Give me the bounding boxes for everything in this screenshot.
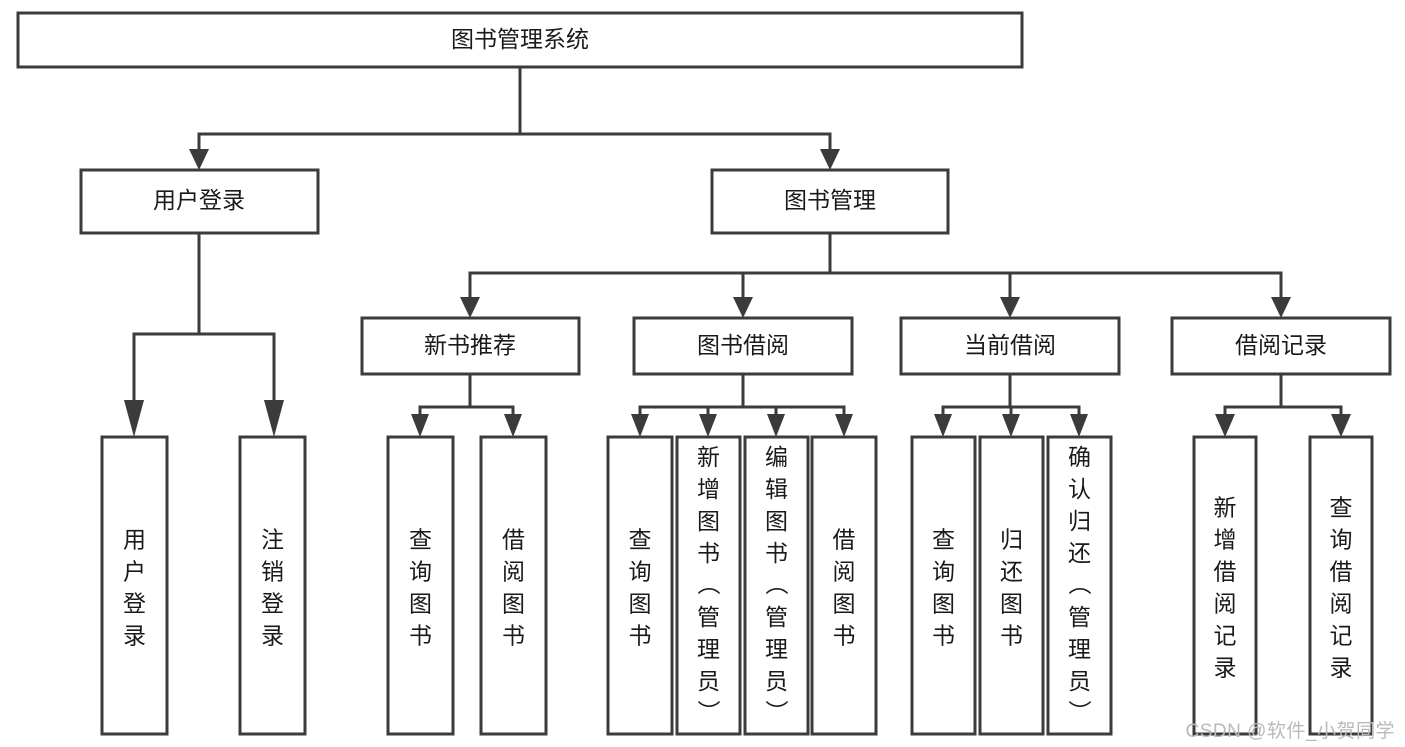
arrowhead-book-manage	[820, 149, 840, 170]
node-leaf-borrow-book-2-label: 借阅图书	[833, 527, 856, 649]
node-leaf-query-book-2-box[interactable]	[606, 435, 674, 736]
node-leaf-query-record-label: 查询借阅记录	[1330, 495, 1353, 681]
node-leaf-query-record[interactable]: 查询借阅记录	[1308, 435, 1374, 736]
arrowhead-book-borrow	[733, 297, 753, 318]
leaf-node-layer: 用户登录 注销登录 查询图书 借阅图书 查询图书 新增图书︵管理员︶ 编辑图书︵管理员︶ 借阅…	[100, 435, 1374, 736]
node-borrow-record-box[interactable]	[1170, 316, 1392, 376]
node-root[interactable]: 图书管理系统	[16, 11, 1024, 69]
connector-group-user-login	[124, 231, 284, 437]
node-leaf-query-book-3[interactable]: 查询图书	[910, 435, 977, 736]
node-leaf-query-book-3-box[interactable]	[910, 435, 977, 736]
node-leaf-return-book-box[interactable]	[978, 435, 1045, 736]
node-leaf-edit-book-label: 编辑图书︵管理员︶	[765, 444, 789, 726]
node-new-book-rec[interactable]: 新书推荐	[360, 316, 581, 376]
node-leaf-add-book-box[interactable]	[675, 435, 742, 736]
node-leaf-logout[interactable]: 注销登录	[238, 435, 307, 736]
arrowhead-leaf-edit-book	[767, 414, 785, 437]
node-leaf-query-book-3-label: 查询图书	[932, 527, 955, 649]
csdn-watermark: CSDN @软件_小贺同学	[1185, 721, 1395, 742]
node-leaf-user-login-box[interactable]	[100, 435, 169, 736]
node-root-box[interactable]	[16, 11, 1024, 69]
node-current-borrow-label: 当前借阅	[964, 332, 1056, 358]
node-leaf-query-record-box[interactable]	[1308, 435, 1374, 736]
node-user-login-box[interactable]	[79, 168, 320, 235]
connector-group-new-book-rec	[411, 372, 522, 437]
node-user-login[interactable]: 用户登录	[79, 168, 320, 235]
node-leaf-logout-box[interactable]	[238, 435, 307, 736]
node-leaf-query-book-1[interactable]: 查询图书	[386, 435, 455, 736]
arrowhead-current-borrow	[1000, 297, 1020, 318]
node-leaf-edit-book-box[interactable]	[743, 435, 810, 736]
node-leaf-return-book-label: 归还图书	[1000, 527, 1023, 649]
connector-group-current-borrow	[934, 372, 1088, 437]
node-leaf-borrow-book-1-box[interactable]	[479, 435, 548, 736]
node-leaf-user-login-label: 用户登录	[123, 527, 146, 649]
node-book-manage-label: 图书管理	[784, 187, 876, 213]
arrowhead-leaf-borrow-book-2	[835, 414, 853, 437]
connector-group-borrow-record	[1215, 372, 1351, 437]
arrowhead-leaf-query-book-3	[934, 414, 952, 437]
node-leaf-borrow-book-1[interactable]: 借阅图书	[479, 435, 548, 736]
node-book-manage-box[interactable]	[710, 168, 950, 235]
node-leaf-confirm-return-label: 确认归还︵管理员︶	[1068, 444, 1092, 726]
arrowhead-leaf-user-login	[124, 400, 144, 437]
arrowhead-user-login	[189, 149, 209, 170]
node-user-login-label: 用户登录	[153, 187, 245, 213]
arrowhead-leaf-add-book	[699, 414, 717, 437]
connector-group-root	[189, 65, 840, 170]
node-leaf-query-book-1-label: 查询图书	[409, 527, 432, 649]
node-leaf-confirm-return-box[interactable]	[1046, 435, 1113, 736]
arrowhead-leaf-add-record	[1215, 414, 1235, 437]
node-leaf-query-book-1-box[interactable]	[386, 435, 455, 736]
arrowhead-leaf-query-book-2	[631, 414, 649, 437]
arrowhead-leaf-query-book-1	[411, 414, 429, 437]
arrowhead-leaf-confirm-return	[1070, 414, 1088, 437]
node-borrow-record-label: 借阅记录	[1235, 332, 1327, 358]
node-leaf-return-book[interactable]: 归还图书	[978, 435, 1045, 736]
node-current-borrow[interactable]: 当前借阅	[899, 316, 1121, 376]
node-new-book-rec-box[interactable]	[360, 316, 581, 376]
node-leaf-borrow-book-1-label: 借阅图书	[502, 527, 525, 649]
node-leaf-add-record-label: 新增借阅记录	[1214, 495, 1237, 681]
connector-group-book-manage	[460, 231, 1291, 318]
node-book-borrow[interactable]: 图书借阅	[632, 316, 854, 376]
node-borrow-record[interactable]: 借阅记录	[1170, 316, 1392, 376]
node-root-label: 图书管理系统	[451, 26, 589, 52]
arrowhead-leaf-return-book	[1002, 414, 1020, 437]
node-leaf-add-book[interactable]: 新增图书︵管理员︶	[675, 435, 742, 736]
node-leaf-logout-label: 注销登录	[261, 527, 284, 649]
node-book-borrow-box[interactable]	[632, 316, 854, 376]
node-leaf-add-record[interactable]: 新增借阅记录	[1192, 435, 1258, 736]
arrowhead-leaf-query-record	[1331, 414, 1351, 437]
arrowhead-new-book-rec	[460, 297, 480, 318]
node-leaf-add-record-box[interactable]	[1192, 435, 1258, 736]
node-leaf-query-book-2-label: 查询图书	[629, 527, 652, 649]
node-current-borrow-box[interactable]	[899, 316, 1121, 376]
node-book-manage[interactable]: 图书管理	[710, 168, 950, 235]
node-leaf-edit-book[interactable]: 编辑图书︵管理员︶	[743, 435, 810, 736]
node-leaf-borrow-book-2-box[interactable]	[810, 435, 878, 736]
node-book-borrow-label: 图书借阅	[697, 332, 789, 358]
node-leaf-confirm-return[interactable]: 确认归还︵管理员︶	[1046, 435, 1113, 736]
node-new-book-rec-label: 新书推荐	[424, 332, 516, 358]
connector-group-book-borrow	[631, 372, 853, 437]
node-leaf-add-book-label: 新增图书︵管理员︶	[697, 444, 721, 726]
arrowhead-leaf-logout	[264, 400, 284, 437]
node-leaf-borrow-book-2[interactable]: 借阅图书	[810, 435, 878, 736]
arrowhead-leaf-borrow-book-1	[504, 414, 522, 437]
node-leaf-user-login[interactable]: 用户登录	[100, 435, 169, 736]
node-leaf-query-book-2[interactable]: 查询图书	[606, 435, 674, 736]
arrowhead-borrow-record	[1271, 297, 1291, 318]
